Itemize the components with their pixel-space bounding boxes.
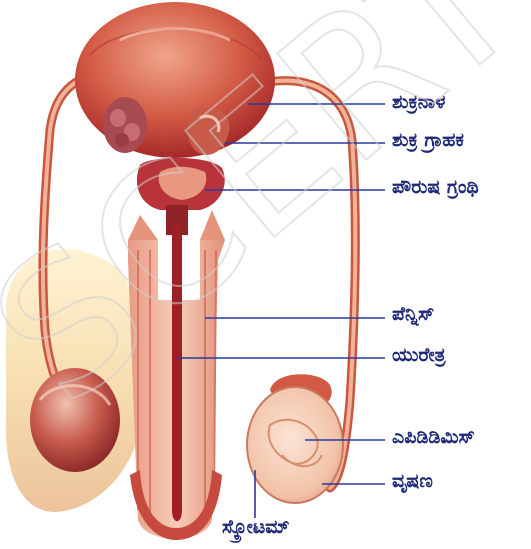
testis-right-shape <box>247 387 343 503</box>
label-scrotum: ಸ್ಕ್ರೋಟಮ್ <box>222 518 289 537</box>
label-epididymis: ಎಪಿಡಿಡಿಮಿಸ್ <box>392 428 475 447</box>
urethra-shape <box>172 225 182 521</box>
label-testis: ವೃಷಣ <box>392 472 433 491</box>
label-vas-deferens: ಶುಕ್ರನಾಳ <box>392 93 445 112</box>
label-urethra: ಯುರೇತ್ರ <box>392 346 446 365</box>
label-prostate-gland: ಪೌರುಷ ಗ್ರಂಥಿ <box>392 178 479 197</box>
label-penis: ಪೆನ್ನಿಸ್ <box>392 305 434 324</box>
testis-left-shape <box>30 368 120 472</box>
label-seminal-vesicle: ಶುಕ್ರ ಗ್ರಾಹಕ <box>392 131 464 150</box>
